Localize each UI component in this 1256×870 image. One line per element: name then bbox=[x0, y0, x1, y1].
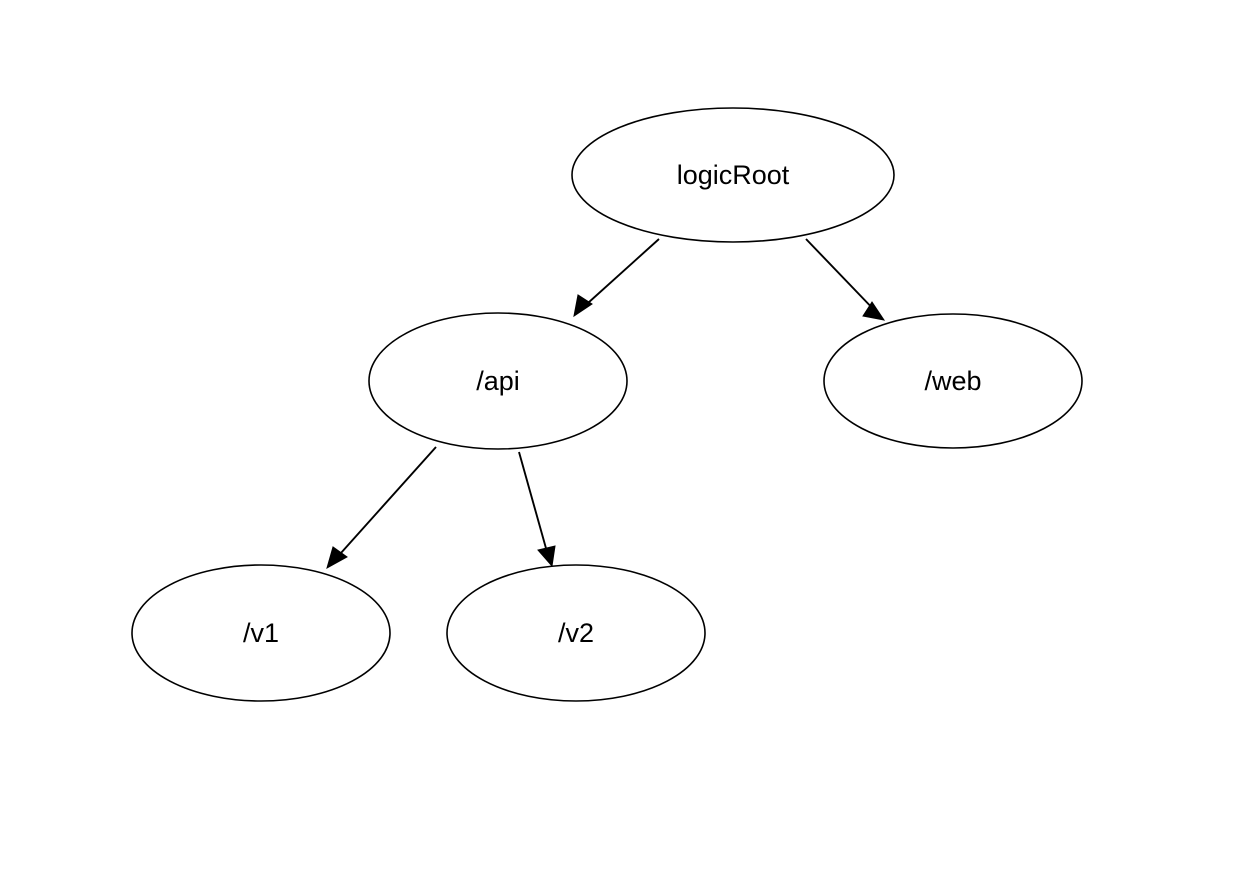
arrowhead-logicroot-web bbox=[862, 301, 886, 321]
arrowhead-api-v1 bbox=[326, 546, 348, 570]
node-v1-ellipse bbox=[131, 564, 391, 702]
node-v2[interactable]: /v2 bbox=[446, 564, 706, 702]
edge-line-logicroot-api bbox=[577, 238, 660, 313]
node-web[interactable]: /web bbox=[823, 313, 1083, 449]
node-logicroot[interactable]: logicRoot bbox=[571, 107, 895, 243]
arrowhead-api-v2 bbox=[537, 545, 556, 568]
arrowhead-logicroot-api bbox=[573, 294, 593, 318]
node-api[interactable]: /api bbox=[368, 312, 628, 450]
edge-line-api-v1 bbox=[331, 446, 437, 564]
node-logicroot-label: logicRoot bbox=[677, 160, 790, 190]
node-v2-label: /v2 bbox=[558, 618, 594, 648]
edge-line-api-v2 bbox=[518, 451, 550, 560]
edge-logicroot-api[interactable] bbox=[573, 238, 660, 318]
edge-line-logicroot-web bbox=[805, 238, 880, 316]
node-logicroot-ellipse bbox=[571, 107, 895, 243]
node-api-label: /api bbox=[476, 366, 520, 396]
node-v1-label: /v1 bbox=[243, 618, 279, 648]
node-web-label: /web bbox=[924, 366, 981, 396]
node-v1[interactable]: /v1 bbox=[131, 564, 391, 702]
edge-logicroot-web[interactable] bbox=[805, 238, 886, 321]
edge-api-v1[interactable] bbox=[326, 446, 437, 570]
node-v2-ellipse bbox=[446, 564, 706, 702]
node-layer: logicRoot /api /web /v1 /v2 bbox=[131, 107, 1083, 702]
edge-layer bbox=[326, 238, 886, 570]
node-api-ellipse bbox=[368, 312, 628, 450]
node-web-ellipse bbox=[823, 313, 1083, 449]
edge-api-v2[interactable] bbox=[518, 451, 556, 568]
